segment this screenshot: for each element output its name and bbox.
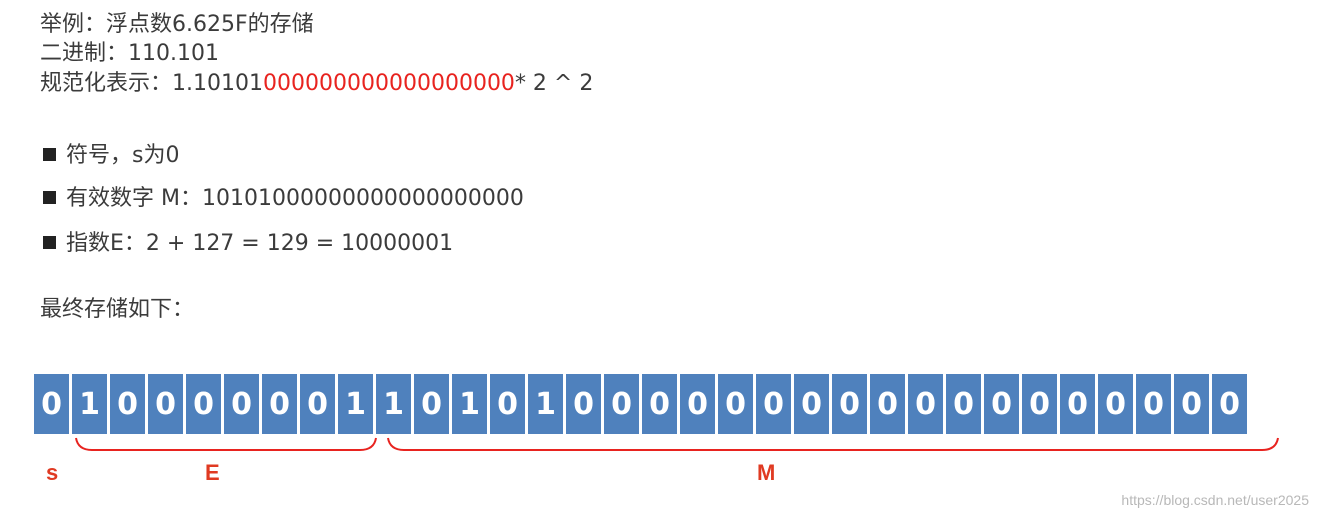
exponent-label: E bbox=[205, 460, 220, 485]
bit-cell: 0 bbox=[679, 373, 716, 435]
normalized-prefix: 规范化表示：1.10101 bbox=[40, 71, 263, 96]
mantissa-brace bbox=[387, 437, 1279, 451]
square-bullet-icon bbox=[43, 236, 56, 249]
bit-cell: 0 bbox=[641, 373, 678, 435]
bit-cell: 0 bbox=[1097, 373, 1134, 435]
bit-cell: 0 bbox=[793, 373, 830, 435]
watermark: https://blog.csdn.net/user2025 bbox=[1121, 492, 1309, 508]
bit-cell: 0 bbox=[1173, 373, 1210, 435]
normalized-zeros: 000000000000000000 bbox=[262, 71, 515, 96]
bullet-sign: 符号，s为0 bbox=[43, 143, 179, 169]
bit-cell: 0 bbox=[33, 373, 70, 435]
bit-cell: 0 bbox=[603, 373, 640, 435]
exponent-brace bbox=[75, 437, 377, 451]
bullet-text: 指数E：2 + 127 = 129 = 10000001 bbox=[66, 231, 454, 256]
bit-cell: 0 bbox=[1059, 373, 1096, 435]
bit-cell: 0 bbox=[983, 373, 1020, 435]
bit-cell: 0 bbox=[1135, 373, 1172, 435]
bit-cell: 0 bbox=[565, 373, 602, 435]
bit-cell: 0 bbox=[907, 373, 944, 435]
bit-cell: 1 bbox=[527, 373, 564, 435]
bit-cell: 0 bbox=[185, 373, 222, 435]
normalized-suffix: * 2 ^ 2 bbox=[514, 71, 594, 96]
bit-cell: 0 bbox=[869, 373, 906, 435]
bit-cell: 0 bbox=[147, 373, 184, 435]
bit-cell: 0 bbox=[945, 373, 982, 435]
bit-cell: 0 bbox=[413, 373, 450, 435]
bit-cell: 0 bbox=[1021, 373, 1058, 435]
bit-cell: 1 bbox=[71, 373, 108, 435]
bit-cell: 0 bbox=[261, 373, 298, 435]
binary-line: 二进制：110.101 bbox=[40, 41, 219, 66]
bullet-mantissa: 有效数字 M：10101000000000000000000 bbox=[43, 186, 524, 212]
bit-cell: 0 bbox=[717, 373, 754, 435]
bit-cell: 1 bbox=[451, 373, 488, 435]
bit-cell: 1 bbox=[375, 373, 412, 435]
bit-cell: 0 bbox=[109, 373, 146, 435]
square-bullet-icon bbox=[43, 191, 56, 204]
final-storage-label: 最终存储如下： bbox=[40, 297, 195, 322]
bullet-exponent: 指数E：2 + 127 = 129 = 10000001 bbox=[43, 231, 453, 257]
bullet-text: 有效数字 M：10101000000000000000000 bbox=[66, 186, 524, 211]
bit-cell: 1 bbox=[337, 373, 374, 435]
mantissa-label: M bbox=[757, 460, 776, 485]
bit-cell: 0 bbox=[489, 373, 526, 435]
bit-cell: 0 bbox=[831, 373, 868, 435]
bit-cell: 0 bbox=[1211, 373, 1248, 435]
example-title: 举例：浮点数6.625F的存储 bbox=[40, 12, 314, 37]
bullet-text: 符号，s为0 bbox=[66, 143, 180, 168]
bit-cell: 0 bbox=[223, 373, 260, 435]
normalized-line: 规范化表示：1.10101000000000000000000* 2 ^ 2 bbox=[40, 71, 593, 97]
bit-cell: 0 bbox=[299, 373, 336, 435]
sign-label: s bbox=[46, 460, 59, 485]
bit-cell: 0 bbox=[755, 373, 792, 435]
square-bullet-icon bbox=[43, 148, 56, 161]
